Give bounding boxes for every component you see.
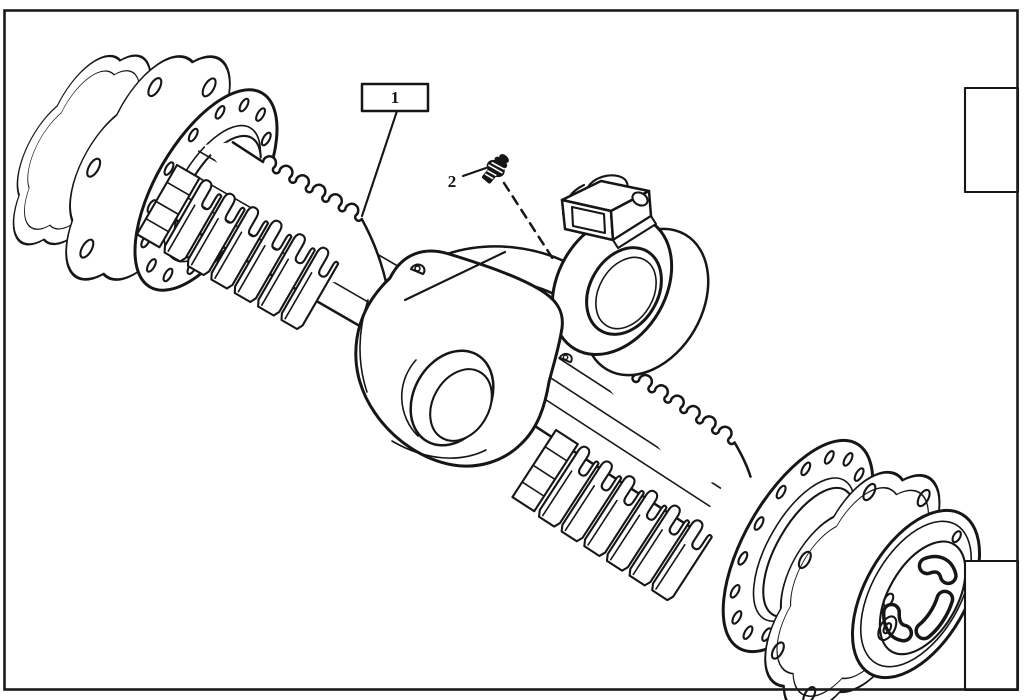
callout-2-label[interactable]: 2 (448, 172, 457, 191)
callout-2-leader (461, 166, 488, 178)
kingpin-assembly (445, 174, 710, 377)
mounting-lug (409, 263, 426, 276)
serrated-edge-right (582, 352, 752, 486)
ref-box-top-right (963, 86, 1020, 194)
kingpin-bore (585, 246, 663, 336)
callout-1-box[interactable] (360, 82, 430, 113)
cover-slots (885, 556, 960, 644)
wheel-hub-right (693, 438, 1006, 700)
cover-bolt (875, 613, 900, 643)
callout-1-label: 1 (391, 88, 400, 107)
kingpin-cap (560, 174, 658, 250)
callout-1-leader (360, 109, 399, 218)
ref-box-bottom-right (963, 559, 1020, 692)
mounting-lug (558, 352, 573, 364)
breather-plug (482, 154, 509, 184)
differential-housing (354, 249, 573, 468)
dashed-leader-line (502, 181, 555, 261)
serrated-edge-left (203, 141, 388, 286)
drawing-border (3, 9, 1019, 691)
axle-tube-right (511, 352, 772, 603)
hub-cover-right (826, 489, 1006, 699)
